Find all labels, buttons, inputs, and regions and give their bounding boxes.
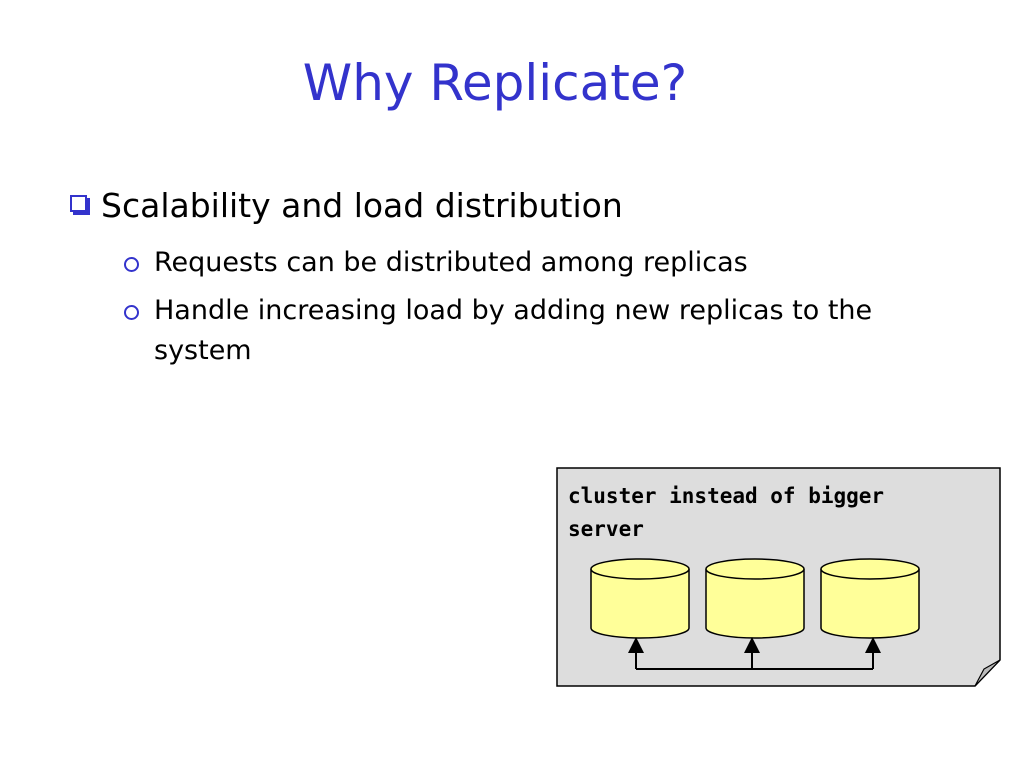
circle-bullet-icon: [124, 305, 139, 320]
bullet-scalability: Scalability and load distribution: [70, 186, 623, 226]
bullet-scalability-text: Scalability and load distribution: [101, 186, 623, 225]
sub-bullet-requests-text: Requests can be distributed among replic…: [154, 247, 748, 278]
sub-bullet-load-text: Handle increasing load by adding new rep…: [154, 295, 873, 366]
server-cylinder-1: [590, 558, 690, 639]
circle-bullet-icon: [124, 257, 139, 272]
slide-title: Why Replicate?: [302, 54, 688, 112]
server-cylinder-3: [820, 558, 920, 639]
sub-bullet-requests: Requests can be distributed among replic…: [124, 243, 924, 283]
square-bullet-icon: [70, 195, 87, 212]
note-fold-corner: [974, 659, 1001, 687]
sub-bullet-load: Handle increasing load by adding new rep…: [124, 291, 944, 371]
server-cylinder-2: [705, 558, 805, 639]
note-caption: cluster instead of bigger server: [568, 484, 885, 541]
